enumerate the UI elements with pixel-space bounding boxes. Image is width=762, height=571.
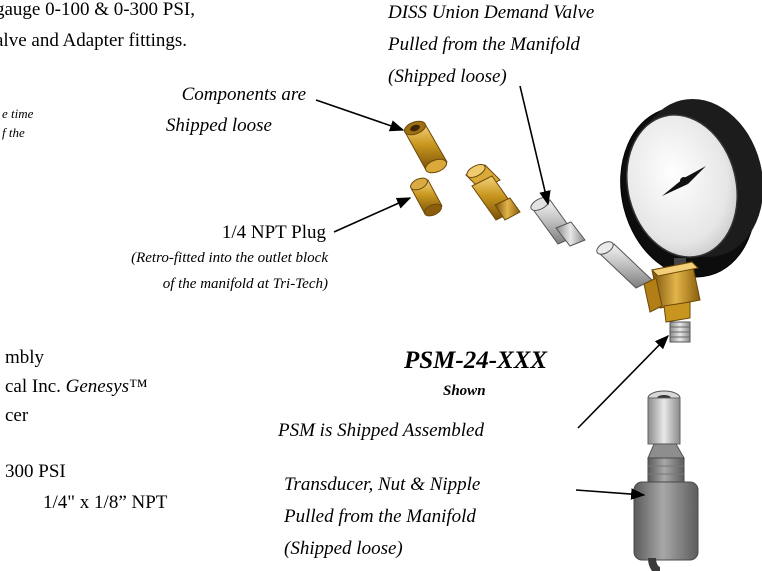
- brass-hex-nipple: [465, 164, 521, 221]
- model-number: PSM-24-XXX: [404, 347, 548, 374]
- spec-text-pressure: 300 PSI: [5, 461, 66, 482]
- genesys-brand: Genesys: [65, 376, 129, 397]
- arrow-diss-union: [519, 85, 551, 206]
- diss-union-demand-valve: [530, 197, 586, 247]
- leader-arrows: [315, 85, 670, 500]
- spec-text-transducer: cer: [5, 405, 29, 426]
- arrow-psm-assembled: [577, 334, 670, 429]
- spec-note-line-1: e time: [2, 106, 34, 121]
- diss-callout-line-3: (Shipped loose): [388, 66, 507, 87]
- arrow-components: [315, 99, 405, 132]
- spec-text-assembly: mbly: [5, 347, 45, 368]
- trademark-symbol: ™: [128, 376, 148, 397]
- transducer-body: [633, 443, 699, 571]
- spec-text-fittings: alve and Adapter fittings.: [0, 30, 188, 51]
- steel-nipple: [596, 241, 653, 289]
- arrow-transducer: [575, 488, 646, 500]
- arrow-npt-plug: [333, 197, 412, 233]
- spec-text-gauge-range: gauge 0-100 & 0-300 PSI,: [0, 0, 196, 20]
- model-shown-label: Shown: [443, 383, 486, 399]
- transducer-callout-line-2: Pulled from the Manifold: [284, 506, 476, 527]
- pressure-gauge: [620, 98, 762, 278]
- components-callout-line-1: Components are: [181, 84, 306, 105]
- diss-callout-line-1: DISS Union Demand Valve: [388, 2, 595, 23]
- spec-text-genesys: cal Inc. Genesys™: [5, 377, 148, 396]
- transducer-callout-line-3: (Shipped loose): [284, 538, 403, 559]
- npt-plug-note-line-1: (Retro-fitted into the outlet block: [131, 250, 328, 266]
- npt-plug-fitting: [410, 177, 443, 217]
- psm-assembled-callout: PSM is Shipped Assembled: [278, 420, 484, 441]
- spec-note-line-2: f the: [2, 125, 25, 140]
- spec-text-fitting-size: 1/4" x 1/8” NPT: [43, 492, 168, 513]
- genesys-prefix: cal Inc.: [5, 376, 66, 397]
- npt-plug-note-line-2: of the manifold at Tri-Tech): [162, 276, 328, 292]
- transducer-callout-line-1: Transducer, Nut & Nipple: [284, 474, 481, 495]
- transducer-nut: [647, 390, 681, 445]
- brass-tee-block: [643, 261, 701, 343]
- brass-adapter-fitting: [403, 120, 448, 174]
- diss-callout-line-2: Pulled from the Manifold: [388, 34, 580, 55]
- components-callout-line-2: Shipped loose: [165, 115, 272, 136]
- npt-plug-title: 1/4 NPT Plug: [221, 222, 326, 243]
